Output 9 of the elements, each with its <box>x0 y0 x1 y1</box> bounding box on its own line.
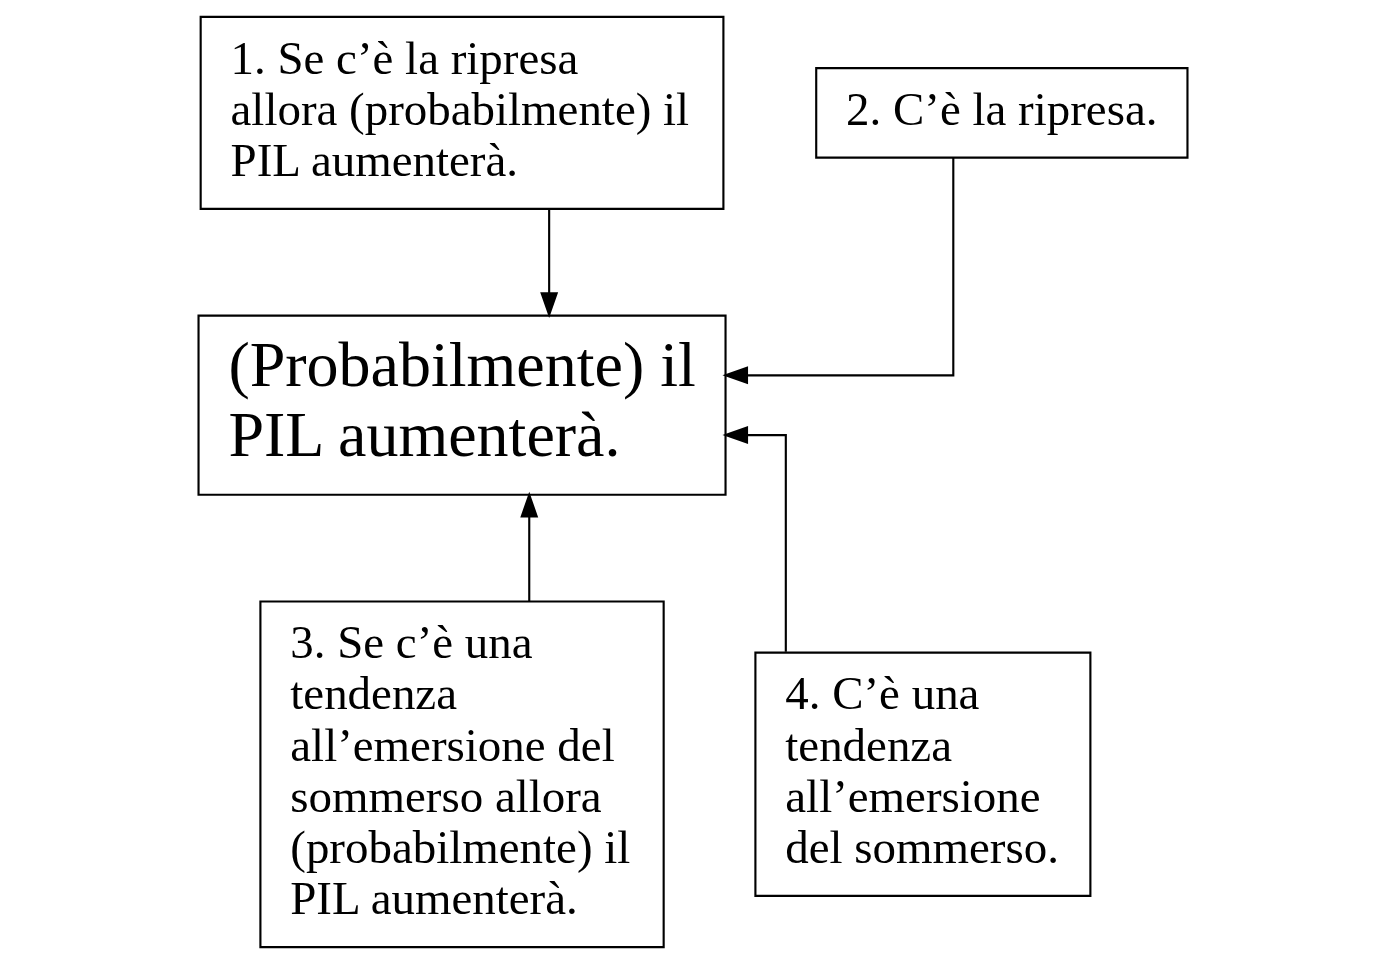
node-box: 1. Se c’è la ripresa allora (probabilmente) il PIL aumenterà. <box>199 15 725 210</box>
node-box: 2. C’è la ripresa. <box>815 67 1189 159</box>
arrow <box>520 491 539 602</box>
node-box: 3. Se c’è una tendenza all’emersione del sommerso allora (probabilmente) il PIL aumenterà. <box>259 600 665 949</box>
arrow <box>540 209 559 318</box>
node-box: 4. C’è una tendenza all’emersione del sommerso. <box>754 651 1092 897</box>
arrow <box>722 426 787 652</box>
node-box: (Probabilmente) il PIL aumenterà. <box>197 314 727 496</box>
arrow <box>722 158 955 385</box>
